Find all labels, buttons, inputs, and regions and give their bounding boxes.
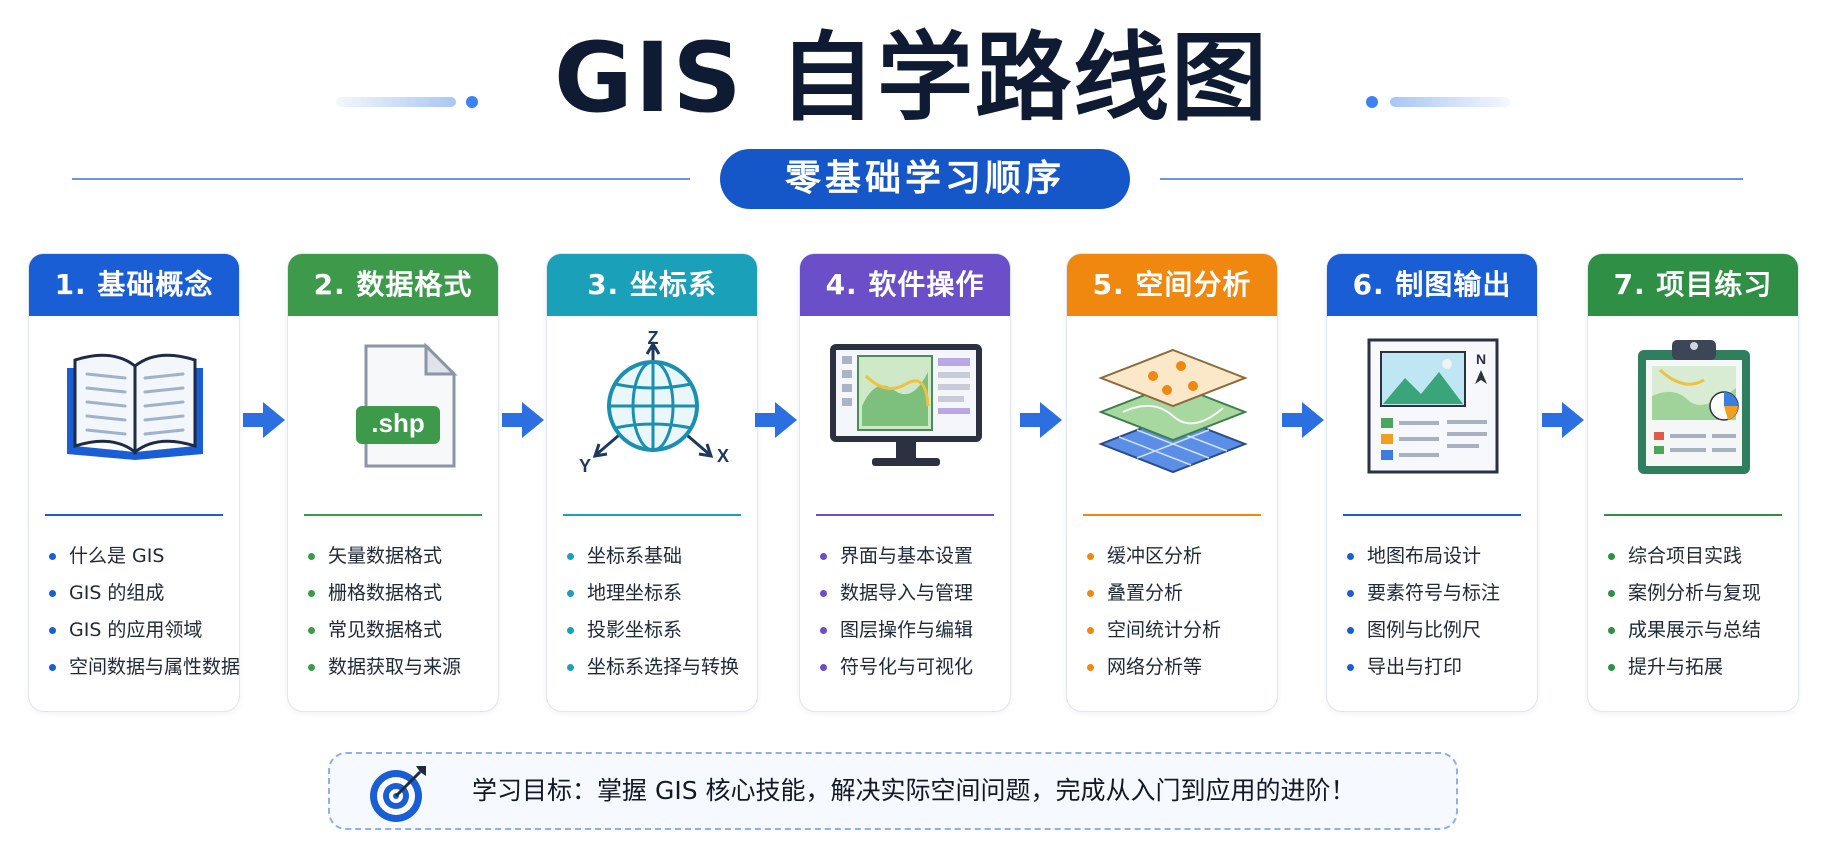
list-item: 成果展示与总结 xyxy=(1606,612,1790,649)
card-divider xyxy=(816,514,994,516)
globe-axes-icon: Z Y X xyxy=(579,328,729,476)
map-layout-icon: N xyxy=(1367,338,1499,474)
step-card-software-operation: 4. 软件操作 界面与基本设置 数据导入与管理 图层操作与编辑 符号化与可视化 xyxy=(799,253,1011,712)
list-item: 数据导入与管理 xyxy=(818,575,1002,612)
list-item: 网络分析等 xyxy=(1085,649,1269,686)
arrow-right-icon xyxy=(1542,402,1584,438)
card-divider xyxy=(1083,514,1261,516)
card-divider xyxy=(304,514,482,516)
step-card-spatial-analysis: 5. 空间分析 缓冲区分析 叠置分析 空间统计分析 网络分析等 xyxy=(1066,253,1278,712)
step-card-title: 5. 空间分析 xyxy=(1067,254,1277,316)
step-card-project-practice: 7. 项目练习 综合项目实践 案例分析与复现 成果展示与总结 提升与拓展 xyxy=(1587,253,1799,712)
list-item: 符号化与可视化 xyxy=(818,649,1002,686)
step-card-basic-concepts: 1. 基础概念 什么是 GIS GIS 的组成 GIS 的应用领域 空间数据与属… xyxy=(28,253,240,712)
list-item: 要素符号与标注 xyxy=(1345,575,1529,612)
title-decoration-left-bar xyxy=(336,97,456,107)
list-item: 提升与拓展 xyxy=(1606,649,1790,686)
step-topic-list: 缓冲区分析 叠置分析 空间统计分析 网络分析等 xyxy=(1085,538,1269,686)
svg-text:N: N xyxy=(1476,351,1486,367)
subtitle-right-line xyxy=(1160,178,1743,180)
subtitle-badge: 零基础学习顺序 xyxy=(720,149,1130,209)
card-divider xyxy=(1343,514,1521,516)
list-item: 数据获取与来源 xyxy=(306,649,490,686)
step-topic-list: 坐标系基础 地理坐标系 投影坐标系 坐标系选择与转换 xyxy=(565,538,749,686)
step-card-title: 6. 制图输出 xyxy=(1327,254,1537,316)
step-card-data-formats: 2. 数据格式 .shp 矢量数据格式 栅格数据格式 常见数据格式 数据获取与来… xyxy=(287,253,499,712)
list-item: 坐标系基础 xyxy=(565,538,749,575)
card-divider xyxy=(1604,514,1782,516)
learning-goal-banner: 学习目标：掌握 GIS 核心技能，解决实际空间问题，完成从入门到应用的进阶！ xyxy=(328,752,1458,830)
svg-text:Z: Z xyxy=(648,328,659,348)
step-topic-list: 什么是 GIS GIS 的组成 GIS 的应用领域 空间数据与属性数据 xyxy=(47,538,240,686)
step-topic-list: 矢量数据格式 栅格数据格式 常见数据格式 数据获取与来源 xyxy=(306,538,490,686)
list-item: GIS 的应用领域 xyxy=(47,612,231,649)
svg-text:.shp: .shp xyxy=(371,408,424,438)
step-topic-list: 地图布局设计 要素符号与标注 图例与比例尺 导出与打印 xyxy=(1345,538,1529,686)
list-item: 缓冲区分析 xyxy=(1085,538,1269,575)
step-card-title: 7. 项目练习 xyxy=(1588,254,1798,316)
arrow-right-icon xyxy=(755,402,797,438)
list-item: 地图布局设计 xyxy=(1345,538,1529,575)
list-item: 案例分析与复现 xyxy=(1606,575,1790,612)
list-item: 投影坐标系 xyxy=(565,612,749,649)
layers-analysis-icon xyxy=(1098,348,1248,474)
step-card-title: 3. 坐标系 xyxy=(547,254,757,316)
arrow-right-icon xyxy=(502,402,544,438)
arrow-right-icon xyxy=(1282,402,1324,438)
list-item: 常见数据格式 xyxy=(306,612,490,649)
list-item: 图层操作与编辑 xyxy=(818,612,1002,649)
list-item: 坐标系选择与转换 xyxy=(565,649,749,686)
subtitle-left-line xyxy=(72,178,690,180)
list-item: 栅格数据格式 xyxy=(306,575,490,612)
step-card-cartographic-output: 6. 制图输出 N 地图布局设计 要素符号与标注 图例与比例尺 导出与打印 xyxy=(1326,253,1538,712)
list-item: 空间统计分析 xyxy=(1085,612,1269,649)
step-card-coordinate-systems: 3. 坐标系 Z Y X 坐标系基础 地理坐标系 投影坐标系 坐标系选择与转换 xyxy=(546,253,758,712)
step-topic-list: 综合项目实践 案例分析与复现 成果展示与总结 提升与拓展 xyxy=(1606,538,1790,686)
list-item: 导出与打印 xyxy=(1345,649,1529,686)
arrow-right-icon xyxy=(1020,402,1062,438)
list-item: 地理坐标系 xyxy=(565,575,749,612)
card-divider xyxy=(45,514,223,516)
svg-text:X: X xyxy=(717,446,729,466)
list-item: 综合项目实践 xyxy=(1606,538,1790,575)
title-decoration-right-dot xyxy=(1366,96,1378,108)
step-card-title: 4. 软件操作 xyxy=(800,254,1010,316)
step-topic-list: 界面与基本设置 数据导入与管理 图层操作与编辑 符号化与可视化 xyxy=(818,538,1002,686)
list-item: 叠置分析 xyxy=(1085,575,1269,612)
monitor-map-icon xyxy=(830,344,982,466)
list-item: 矢量数据格式 xyxy=(306,538,490,575)
title-area: GIS 自学路线图 xyxy=(0,18,1823,138)
page-title: GIS 自学路线图 xyxy=(553,22,1270,134)
arrow-right-icon xyxy=(243,402,285,438)
title-decoration-right-bar xyxy=(1390,97,1510,107)
learning-goal-text: 学习目标：掌握 GIS 核心技能，解决实际空间问题，完成从入门到应用的进阶！ xyxy=(472,776,1356,805)
step-card-title: 2. 数据格式 xyxy=(288,254,498,316)
list-item: 什么是 GIS xyxy=(47,538,231,575)
list-item: 界面与基本设置 xyxy=(818,538,1002,575)
shp-file-icon: .shp xyxy=(356,342,458,468)
list-item: 空间数据与属性数据 xyxy=(47,649,240,686)
clipboard-project-icon xyxy=(1638,340,1750,474)
step-card-title: 1. 基础概念 xyxy=(29,254,239,316)
list-item: 图例与比例尺 xyxy=(1345,612,1529,649)
target-icon xyxy=(370,766,426,822)
card-divider xyxy=(563,514,741,516)
title-decoration-left-dot xyxy=(466,96,478,108)
list-item: GIS 的组成 xyxy=(47,575,231,612)
open-book-icon xyxy=(67,353,203,460)
svg-text:Y: Y xyxy=(579,456,591,476)
